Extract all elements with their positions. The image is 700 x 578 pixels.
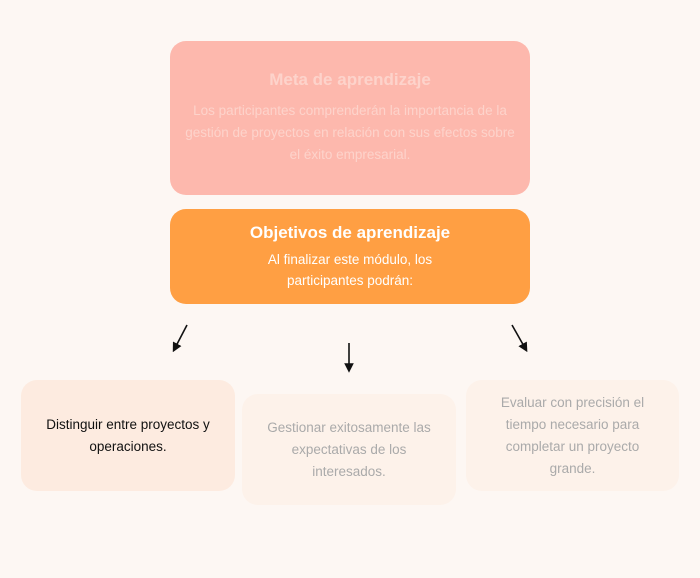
- objectives-text: Al finalizar este módulo, los participan…: [267, 251, 433, 288]
- objective-card-1: Distinguir entre proyectos y operaciones…: [21, 380, 235, 491]
- objective-text: Evaluar con precisión el tiempo necesari…: [500, 394, 645, 476]
- objectives-title: Objetivos de aprendizaje: [249, 222, 451, 242]
- objective-text: Gestionar exitosamente las expectativas …: [267, 419, 431, 479]
- learning-objectives-box: Objetivos de aprendizaje Al finalizar es…: [170, 209, 530, 304]
- goal-text: Los participantes comprenderán la import…: [185, 103, 515, 162]
- arrow-left-icon: [172, 324, 188, 353]
- objective-card-3: Evaluar con precisión el tiempo necesari…: [466, 380, 679, 491]
- objective-text: Distinguir entre proyectos y operaciones…: [46, 416, 210, 454]
- learning-goal-box: Meta de aprendizaje Los participantes co…: [170, 41, 530, 195]
- objective-card-2: Gestionar exitosamente las expectativas …: [242, 394, 456, 505]
- goal-title: Meta de aprendizaje: [269, 70, 431, 89]
- arrow-right-icon: [511, 324, 528, 353]
